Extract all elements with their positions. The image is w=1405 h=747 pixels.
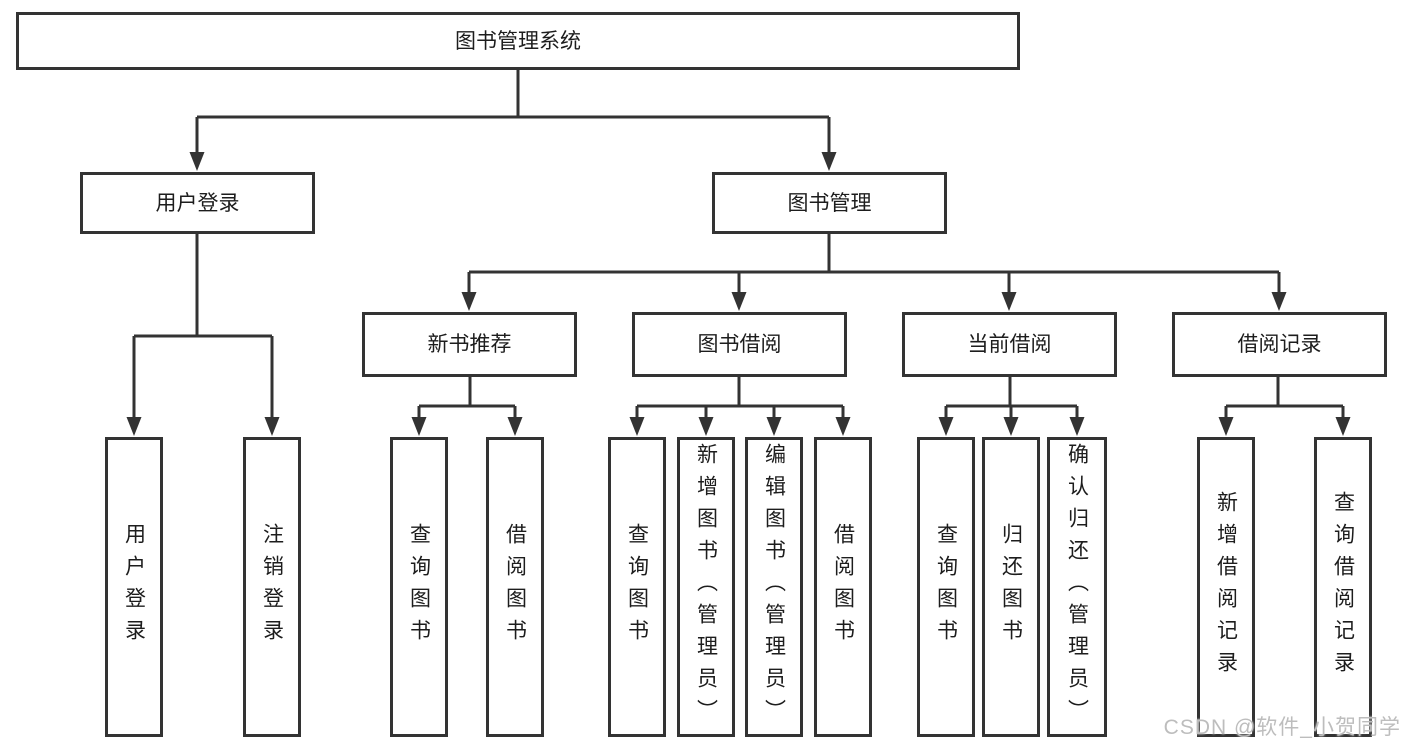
node-book-borrowing: 图书借阅 — [632, 312, 847, 377]
node-book-management: 图书管理 — [712, 172, 947, 234]
leaf-newrec-query-books: 查询图书 — [390, 437, 448, 737]
leaf-current-return-books: 归还图书 — [982, 437, 1040, 737]
leaf-borrow-add-books-admin: 新增图书（管理员） — [677, 437, 735, 737]
node-new-book-recommend: 新书推荐 — [362, 312, 577, 377]
leaf-borrow-query-books: 查询图书 — [608, 437, 666, 737]
leaf-records-query-record: 查询借阅记录 — [1314, 437, 1372, 737]
leaf-current-confirm-return-admin: 确认归还（管理员） — [1047, 437, 1107, 737]
node-current-borrowing: 当前借阅 — [902, 312, 1117, 377]
leaf-records-add-record: 新增借阅记录 — [1197, 437, 1255, 737]
leaf-logout: 注销登录 — [243, 437, 301, 737]
arrowheads — [126, 152, 1351, 436]
leaf-newrec-borrow-books: 借阅图书 — [486, 437, 544, 737]
node-borrow-records: 借阅记录 — [1172, 312, 1387, 377]
leaf-current-query-books: 查询图书 — [917, 437, 975, 737]
node-library-management-system: 图书管理系统 — [16, 12, 1020, 70]
leaf-borrow-borrow-books: 借阅图书 — [814, 437, 872, 737]
leaf-borrow-edit-books-admin: 编辑图书（管理员） — [745, 437, 803, 737]
leaf-user-login: 用户登录 — [105, 437, 163, 737]
node-user-login: 用户登录 — [80, 172, 315, 234]
